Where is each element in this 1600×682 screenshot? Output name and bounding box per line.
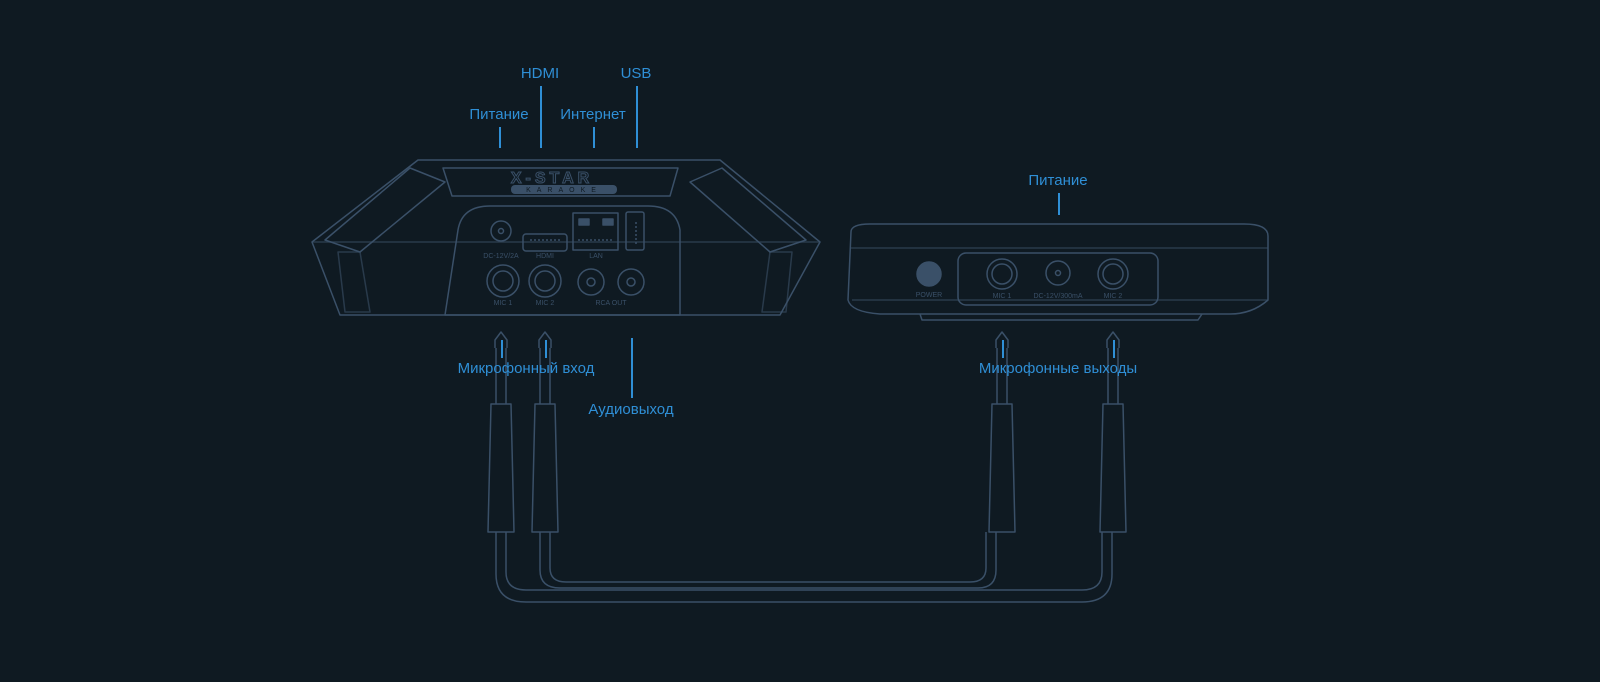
port-mic2-label: MIC 2 bbox=[536, 300, 555, 307]
callout-power-console: Питание bbox=[469, 106, 529, 123]
callout-mic-input: Микрофонный вход bbox=[457, 360, 595, 377]
callout-power-receiver: Питание bbox=[1028, 172, 1088, 189]
leader-mic-outputs-1 bbox=[1002, 340, 1004, 358]
leader-power-receiver bbox=[1058, 193, 1060, 215]
leader-mic-input-1 bbox=[501, 340, 503, 358]
port-audio-label: RCA OUT bbox=[595, 300, 627, 307]
plug-receiver-mic2 bbox=[1099, 331, 1127, 533]
callout-audio-out: Аудиовыход bbox=[588, 401, 674, 418]
leader-mic-input-2 bbox=[545, 340, 547, 358]
mic-receiver bbox=[847, 223, 1269, 321]
mic-cables bbox=[487, 331, 1127, 603]
leader-mic-outputs-2 bbox=[1113, 340, 1115, 358]
callout-usb: USB bbox=[620, 65, 652, 82]
callout-hdmi: HDMI bbox=[520, 65, 560, 82]
leader-audio-out bbox=[631, 338, 633, 398]
callout-internet: Интернет bbox=[560, 106, 626, 123]
receiver-dc-label: DC-12V/300mA bbox=[1033, 293, 1082, 300]
port-lan-label: LAN bbox=[589, 253, 603, 260]
receiver-mic2-label: MIC 2 bbox=[1104, 293, 1123, 300]
leader-usb bbox=[636, 86, 638, 148]
port-mic1-label: MIC 1 bbox=[494, 300, 513, 307]
port-dc-label: DC-12V/2A bbox=[483, 253, 519, 260]
console-brand-sub: KARAOKE bbox=[526, 187, 602, 194]
port-hdmi-label: HDMI bbox=[536, 253, 554, 260]
leader-power-console bbox=[499, 127, 501, 148]
leader-internet bbox=[593, 127, 595, 148]
leader-hdmi bbox=[540, 86, 542, 148]
karaoke-console bbox=[311, 159, 821, 316]
receiver-mic1-label: MIC 1 bbox=[993, 293, 1012, 300]
plug-receiver-mic1 bbox=[988, 331, 1016, 533]
plug-console-mic2 bbox=[531, 331, 559, 533]
console-brand: X-STAR bbox=[511, 170, 593, 187]
callout-mic-outputs: Микрофонные выходы bbox=[978, 360, 1138, 377]
receiver-power-label: POWER bbox=[916, 292, 942, 299]
plug-console-mic1 bbox=[487, 331, 515, 533]
